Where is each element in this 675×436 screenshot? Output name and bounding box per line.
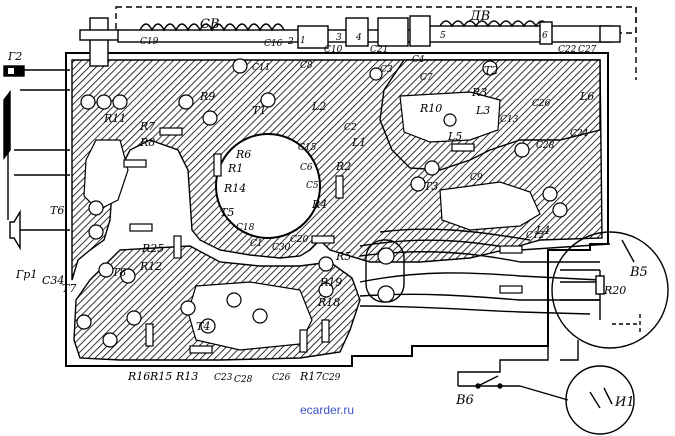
label-r14: R14 [223,182,246,195]
label-gr1: Гр1 [15,268,37,281]
passive-glyphs [123,127,523,354]
label-r16: R16 [127,370,150,383]
label-c19: C19 [140,37,159,47]
label-c28: C28 [536,141,555,151]
speaker-icon [9,209,21,251]
label-c2: C2 [344,123,357,133]
label-c28b: C28 [234,375,253,385]
label-c6: C6 [300,163,313,173]
label-l1: L1 [351,136,366,149]
label-r17: R17 [299,370,322,383]
label-l6: L6 [579,90,594,103]
label-t4: T4 [196,320,210,333]
label-c34: C34 [42,274,64,287]
label-c29: C29 [322,373,341,383]
label-c27: C27 [578,45,597,55]
switch-b5 [551,231,669,349]
label-t5: T5 [220,206,234,219]
label-c13: C13 [500,115,519,125]
label-c1: C1 [250,239,263,249]
label-l5: L5 [447,130,462,143]
label-c4: C4 [412,55,425,65]
label-c18: C18 [236,223,255,233]
label-c7: C7 [420,73,433,83]
label-g2: Г2 [7,50,22,63]
label-c15: C15 [298,143,317,153]
label-r12: R12 [139,260,162,273]
label-r13: R13 [175,370,198,383]
label-sv: СВ [200,17,220,32]
label-c26b: C26 [272,373,291,383]
label-r5: R5 [335,250,351,263]
component-labels: СВ ДВ Г2 Гр1 C34 T6 T7 T8 T4 T5 T3 T2 T1… [7,9,648,410]
label-b5: B5 [629,265,648,280]
left-external-parts [3,65,70,251]
label-r9: R9 [199,90,215,103]
label-r11: R11 [103,112,126,125]
label-c10: C10 [324,45,343,55]
label-t2: T2 [484,64,498,77]
label-l3: L3 [475,104,490,117]
label-dv: ДВ [469,9,490,24]
label-n6: 6 [542,31,548,41]
battery-circuit [457,320,635,435]
label-n1: 1 [300,36,306,46]
label-r20: R20 [603,284,626,297]
label-r25: R25 [141,242,164,255]
watermark: ecarder.ru [300,403,354,417]
label-c21: C21 [370,45,388,55]
label-n4: 4 [355,33,362,43]
ferrite-antenna [79,6,637,80]
label-c12: C12 [526,231,545,241]
label-r4: R4 [311,198,327,211]
label-r1: R1 [227,162,243,175]
label-n3: 3 [336,33,342,43]
label-t3: T3 [424,180,438,193]
label-c16: C16 [264,39,283,49]
label-l4: L4 [535,224,550,237]
label-l2: L2 [311,100,326,113]
label-r6: R6 [235,148,251,161]
label-r2: R2 [335,160,351,173]
label-c11: C11 [252,63,270,73]
label-c24: C24 [570,129,589,139]
label-r18: R18 [317,296,340,309]
label-r15: R15 [149,370,172,383]
label-t6: T6 [50,204,64,217]
label-t8: T8 [112,266,126,279]
label-r10: R10 [419,102,442,115]
label-c30: C30 [272,243,291,253]
label-c23: C23 [214,373,233,383]
label-c5: C5 [306,181,319,191]
label-c8: C8 [300,61,313,71]
label-c26: C26 [532,99,551,109]
label-n5: 5 [440,31,446,41]
label-r3: R3 [471,86,487,99]
label-c22: C22 [558,45,577,55]
label-c20: C20 [290,235,309,245]
label-n2: 2 [287,37,294,47]
component-pads [76,58,568,348]
label-t7: T7 [62,282,76,295]
label-b6: B6 [455,393,474,408]
label-r19: R19 [319,276,342,289]
label-t1: T1 [252,104,266,117]
label-c3: C3 [380,65,393,75]
speaker-opening [215,133,321,239]
label-r8: R8 [139,136,155,149]
label-i1: И1 [614,395,635,410]
label-r7: R7 [139,120,155,133]
label-c9: C9 [470,173,483,183]
